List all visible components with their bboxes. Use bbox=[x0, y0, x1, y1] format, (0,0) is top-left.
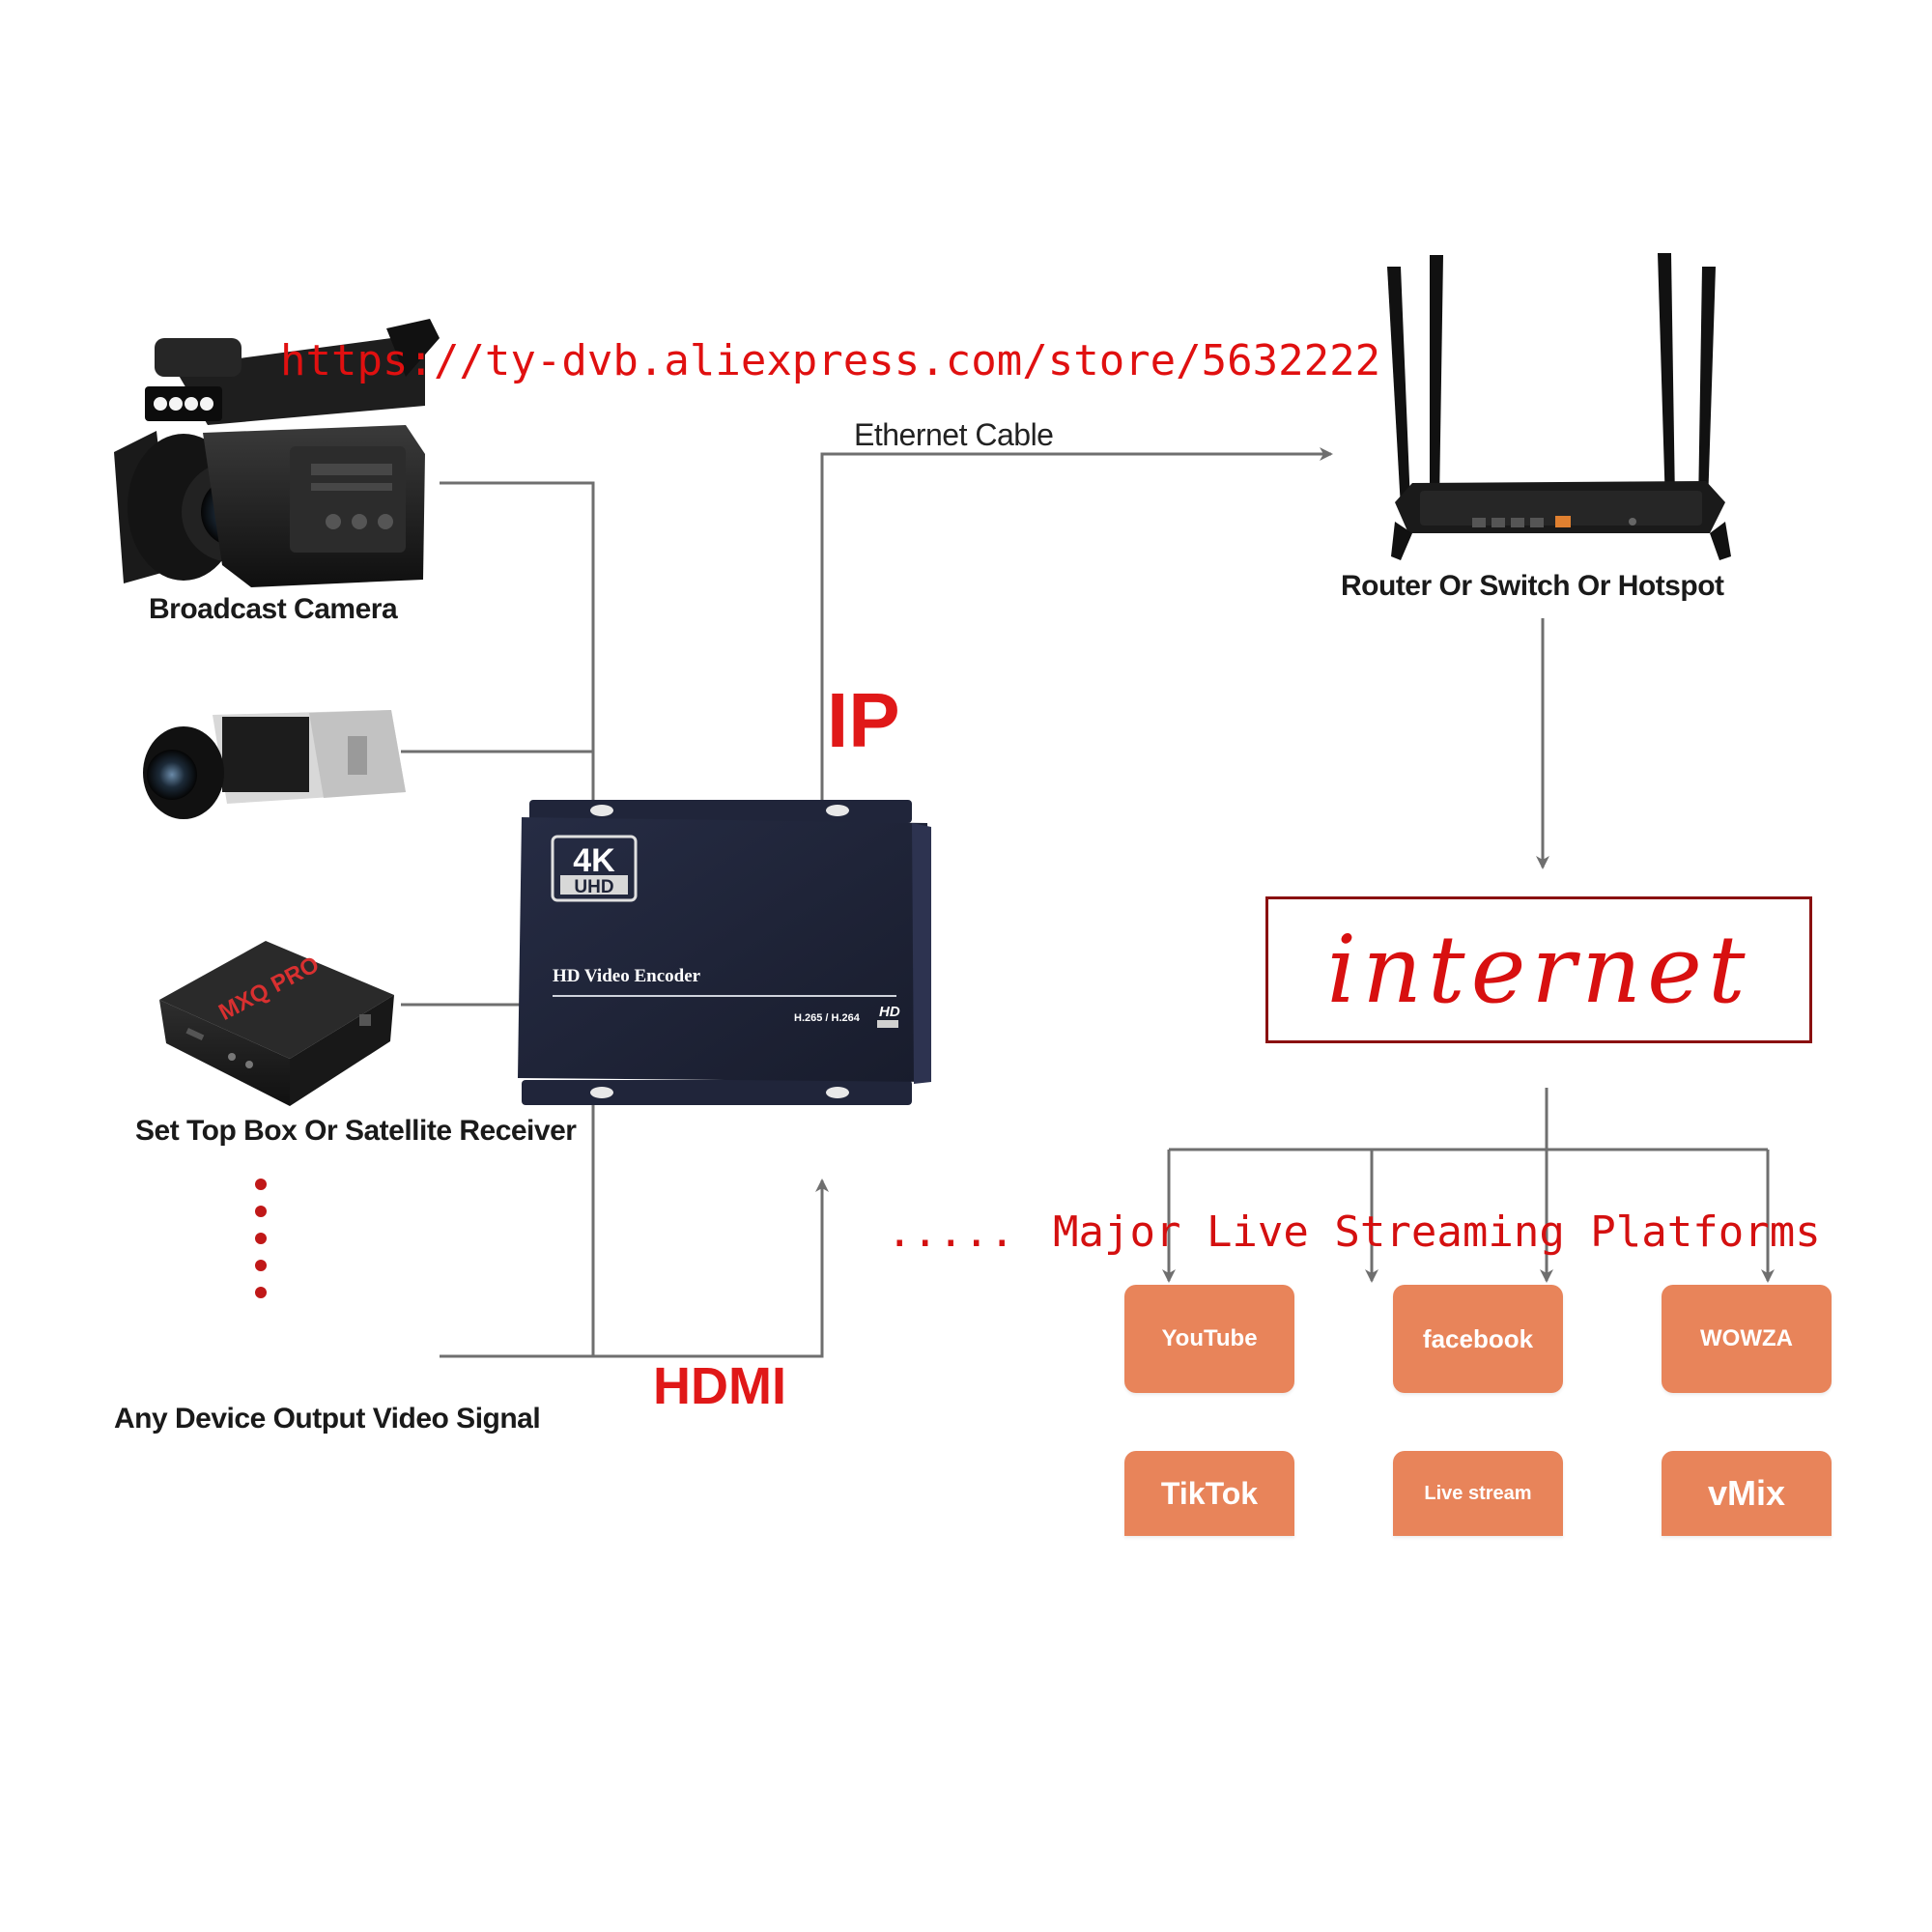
platform-live-stream: Live stream bbox=[1393, 1451, 1563, 1536]
platform-label: TikTok bbox=[1160, 1475, 1259, 1511]
hdmi-arrow bbox=[593, 1179, 829, 1358]
platform-label: facebook bbox=[1422, 1323, 1534, 1353]
encoder-hd-mark: HD bbox=[879, 1004, 900, 1020]
encoder-title: HD Video Encoder bbox=[553, 966, 701, 986]
broadcast-camera-label: Broadcast Camera bbox=[149, 593, 398, 625]
platform-label: WOWZA bbox=[1700, 1325, 1793, 1351]
platform-label: YouTube bbox=[1161, 1325, 1258, 1351]
set-top-box-icon: MXQ PRO bbox=[159, 941, 394, 1106]
connector-lines bbox=[401, 447, 1775, 1358]
platform-wowza: WOWZA bbox=[1662, 1285, 1832, 1393]
set-top-box-label: Set Top Box Or Satellite Receiver bbox=[135, 1115, 577, 1147]
router-icon bbox=[1387, 253, 1731, 560]
camera-connector bbox=[440, 481, 595, 800]
more-devices-dots bbox=[255, 1179, 267, 1298]
platform-tiktok: TikTok bbox=[1124, 1451, 1294, 1536]
encoder-badge-4k: 4K bbox=[573, 842, 615, 879]
internet-box: internet bbox=[1265, 896, 1812, 1043]
video-encoder-device: 4K UHD HD Video Encoder H.265 / H.264 HD bbox=[518, 800, 931, 1105]
ethernet-arrow bbox=[820, 447, 1333, 800]
platform-youtube: YouTube bbox=[1124, 1285, 1294, 1393]
encoder-codec: H.265 / H.264 bbox=[794, 1012, 861, 1024]
ip-label: IP bbox=[827, 677, 900, 763]
ethernet-cable-label: Ethernet Cable bbox=[854, 417, 1054, 452]
any-device-label: Any Device Output Video Signal bbox=[114, 1403, 541, 1435]
platform-facebook: facebook bbox=[1393, 1285, 1563, 1393]
security-camera-icon bbox=[143, 710, 406, 819]
broadcast-camera-icon bbox=[114, 319, 440, 587]
streaming-platforms-label: Major Live Streaming Platforms bbox=[1053, 1208, 1821, 1257]
platform-label: vMix bbox=[1707, 1473, 1786, 1513]
platform-vmix: vMix bbox=[1662, 1451, 1832, 1536]
streaming-prefix: ..... bbox=[887, 1208, 1015, 1257]
router-label: Router Or Switch Or Hotspot bbox=[1341, 570, 1724, 602]
platform-label: Live stream bbox=[1424, 1482, 1532, 1504]
internet-label: internet bbox=[1326, 916, 1751, 1024]
encoder-badge-uhd: UHD bbox=[574, 877, 613, 897]
watermark-url: https://ty-dvb.aliexpress.com/store/5632… bbox=[280, 336, 1381, 385]
hdmi-label: HDMI bbox=[653, 1357, 786, 1415]
